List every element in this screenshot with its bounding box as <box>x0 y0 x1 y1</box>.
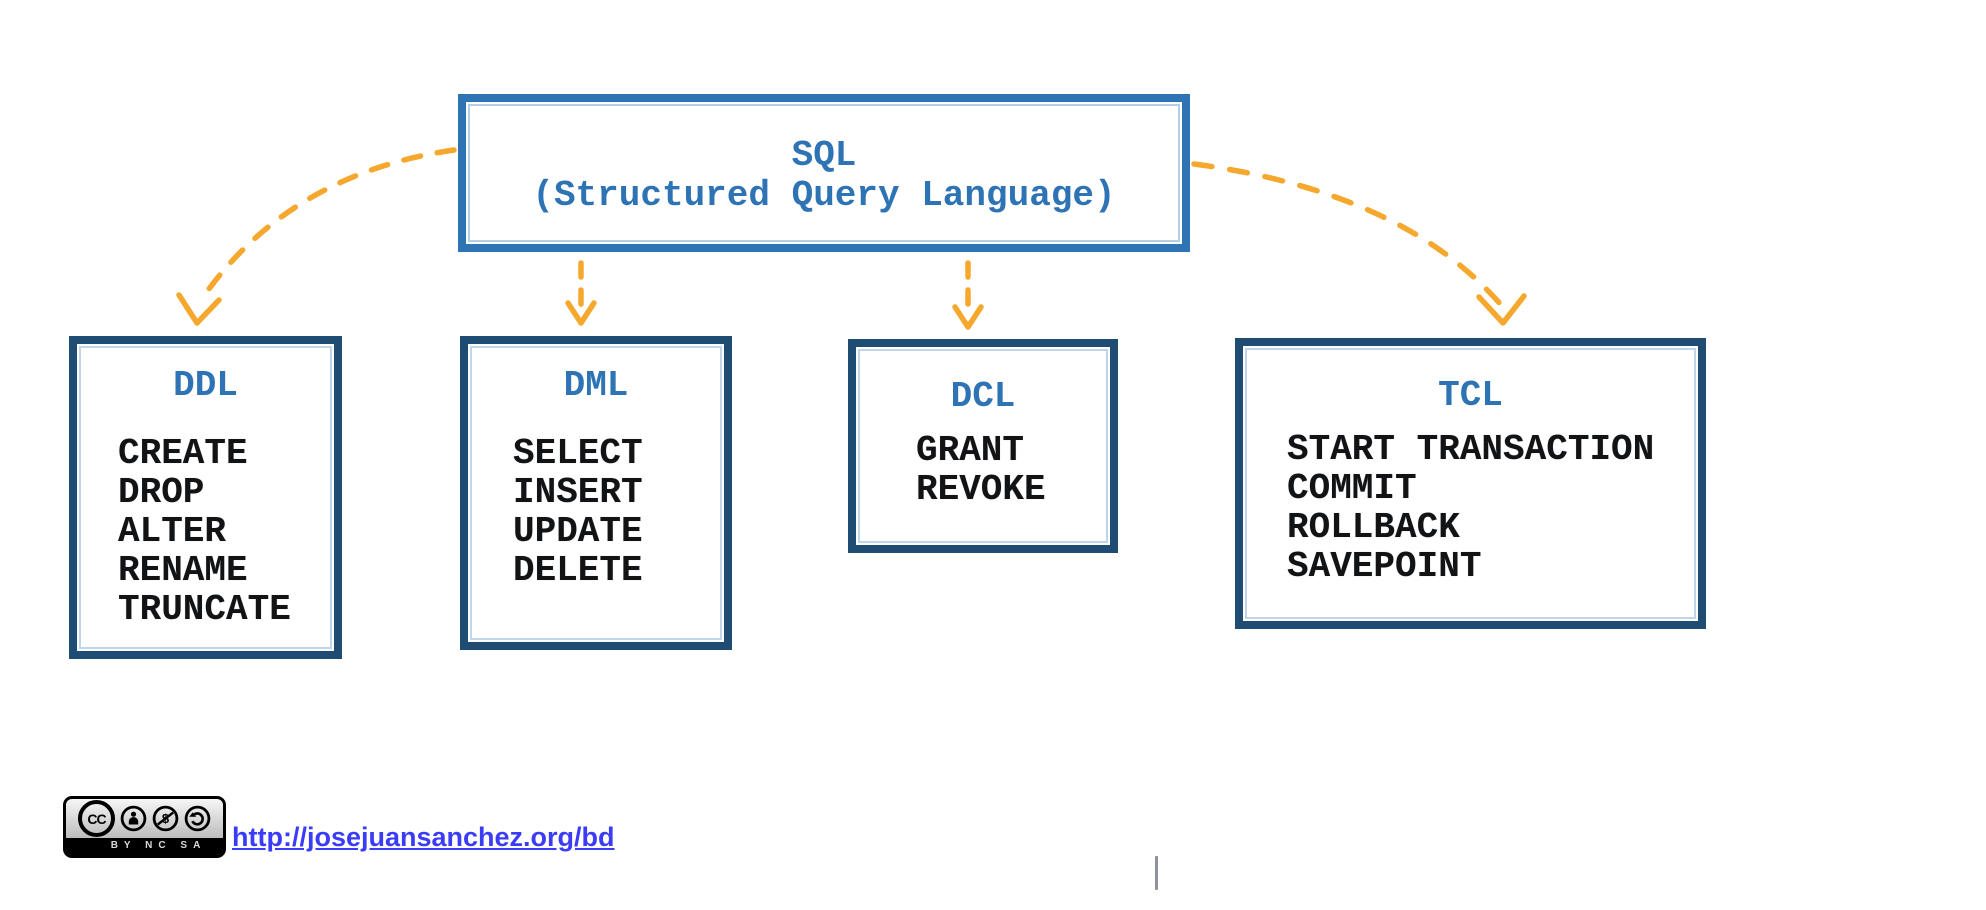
arrow-sql-to-dml <box>565 260 597 326</box>
nc-dollar-icon: $ <box>152 805 179 832</box>
cc-icon: CC <box>78 800 115 837</box>
command-item: DROP <box>118 472 205 513</box>
text-cursor <box>1155 856 1158 890</box>
sa-arrow-icon <box>184 805 211 832</box>
command-item: DELETE <box>513 550 643 591</box>
category-title-tcl: TCL <box>1438 375 1503 416</box>
cc-license-text: BY NC SA <box>66 838 223 855</box>
command-list-tcl: START TRANSACTION COMMIT ROLLBACK SAVEPO… <box>1243 430 1698 586</box>
command-item: ALTER <box>118 511 227 552</box>
command-item: REVOKE <box>916 469 1046 510</box>
command-item: GRANT <box>916 430 1025 471</box>
cc-license-badge[interactable]: CC $ BY NC SA <box>63 796 226 858</box>
command-list-dcl: GRANT REVOKE <box>856 431 1110 509</box>
category-box-dcl: DCL GRANT REVOKE <box>848 339 1118 553</box>
command-item: SELECT <box>513 433 643 474</box>
command-item: RENAME <box>118 550 248 591</box>
by-person-icon <box>120 805 147 832</box>
arrow-sql-to-tcl <box>1191 161 1527 326</box>
command-list-ddl: CREATE DROP ALTER RENAME TRUNCATE <box>77 434 334 629</box>
cc-license-icons: CC $ <box>66 799 223 838</box>
command-item: SAVEPOINT <box>1287 546 1482 587</box>
arrow-sql-to-dcl <box>952 260 984 330</box>
category-title-dcl: DCL <box>950 376 1016 417</box>
category-title-ddl: DDL <box>173 365 238 406</box>
command-item: UPDATE <box>513 511 643 552</box>
footer-link[interactable]: http://josejuansanchez.org/bd <box>232 822 615 852</box>
command-item: COMMIT <box>1287 468 1417 509</box>
command-item: ROLLBACK <box>1287 507 1460 548</box>
sql-root-box: SQL (Structured Query Language) <box>458 94 1190 252</box>
command-item: INSERT <box>513 472 643 513</box>
category-box-dml: DML SELECT INSERT UPDATE DELETE <box>460 336 732 650</box>
sql-root-subtitle: (Structured Query Language) <box>532 175 1116 216</box>
command-item: CREATE <box>118 433 248 474</box>
command-item: TRUNCATE <box>118 589 291 630</box>
arrow-sql-to-ddl <box>176 147 457 326</box>
category-box-tcl: TCL START TRANSACTION COMMIT ROLLBACK SA… <box>1235 338 1706 629</box>
command-item: START TRANSACTION <box>1287 429 1655 470</box>
category-box-ddl: DDL CREATE DROP ALTER RENAME TRUNCATE <box>69 336 342 659</box>
category-title-dml: DML <box>563 365 629 406</box>
command-list-dml: SELECT INSERT UPDATE DELETE <box>468 434 724 590</box>
sql-root-title: SQL <box>791 135 857 176</box>
